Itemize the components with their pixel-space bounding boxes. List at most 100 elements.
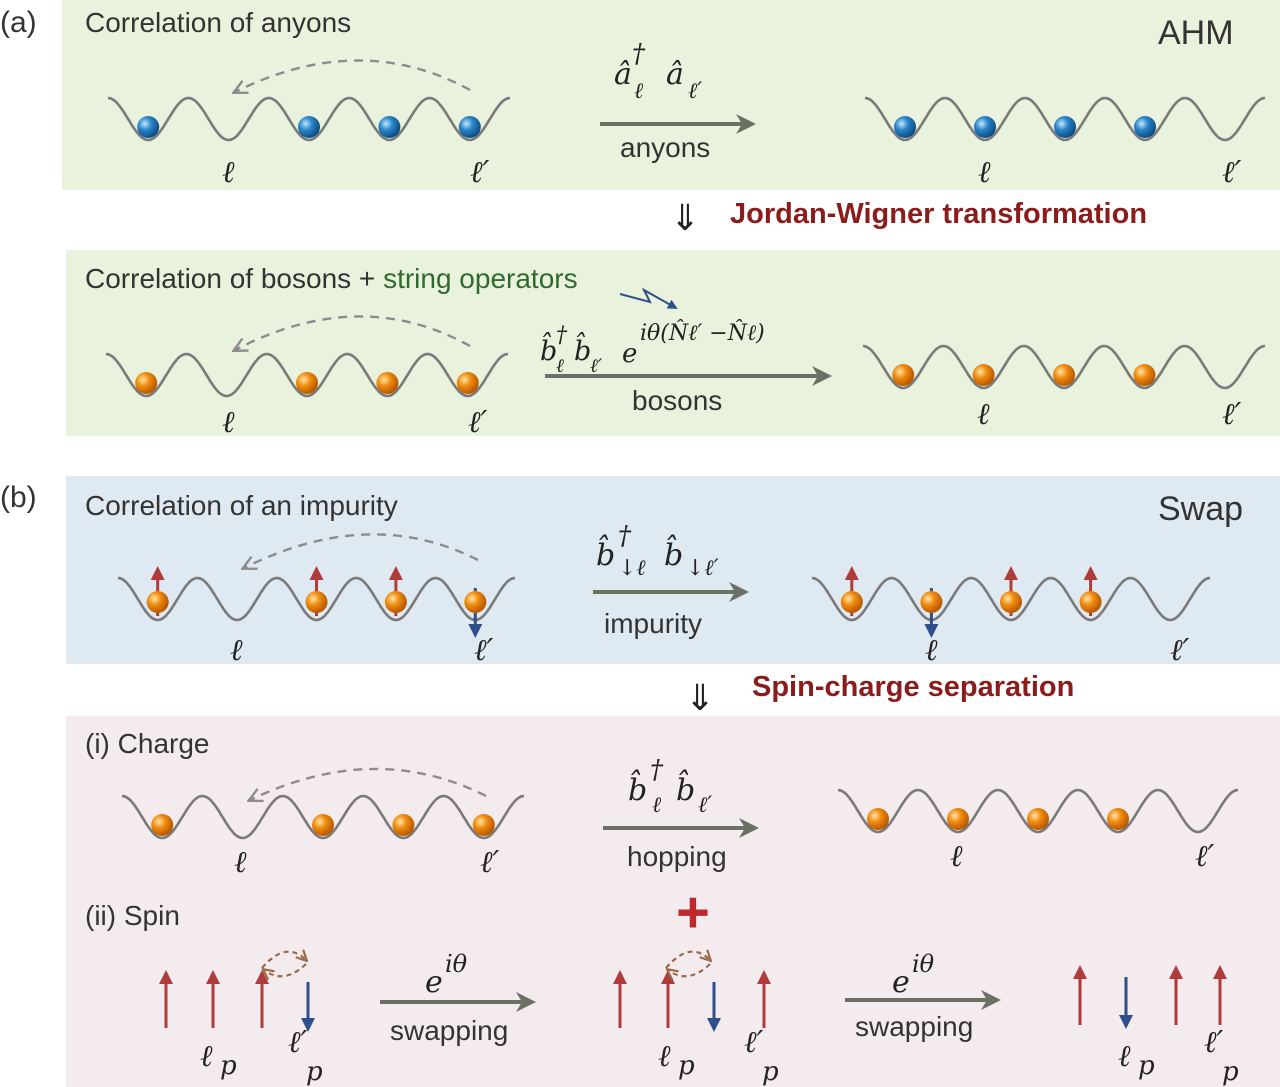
op-dagger: † [632, 39, 646, 69]
hop-arrow-bosons [235, 315, 471, 350]
particle [840, 591, 863, 613]
swap-op-1-e: e [425, 965, 443, 1000]
spin-up-arrow-head [1083, 566, 1098, 580]
lpp-1-sub: p [306, 1057, 323, 1087]
particle [137, 116, 160, 138]
spin-chain-final [1073, 965, 1227, 1029]
lpp-1: ℓ′ [288, 1025, 307, 1060]
jw-double-arrow: ⇓ [670, 197, 700, 238]
swap-arc-initial [262, 952, 306, 977]
site-l-impurity-right: ℓ [925, 633, 938, 668]
spin-down-arrow-head [1119, 1015, 1133, 1029]
spin-up-arrow-head [1169, 965, 1183, 979]
spin-up-arrow-head [613, 970, 627, 984]
site-l-bosons-right: ℓ [977, 397, 990, 432]
spin-up-arrow-head [1073, 965, 1087, 979]
site-lp-charge-right: ℓ′ [1195, 839, 1214, 874]
swap-op-2-exp: iθ [912, 950, 935, 978]
spin-up-arrow-head [150, 566, 165, 580]
site-l-anyons-left: ℓ [222, 155, 235, 190]
panel-b-impurity-bg [66, 476, 1280, 664]
impurity-title: Correlation of an impurity [85, 490, 398, 521]
charge-dagger: † [650, 755, 664, 785]
lattice-curve [864, 96, 1266, 142]
lp-1: ℓ [200, 1039, 213, 1074]
particle [920, 591, 943, 613]
charge-b2: b̂ [676, 769, 695, 808]
site-l-anyons-right: ℓ [978, 155, 991, 190]
op-sub-l: ℓ [634, 79, 644, 104]
lattice-curve [107, 96, 511, 142]
spin-up-arrow-head [1213, 965, 1227, 979]
particle [972, 364, 995, 386]
b-op-e: e [622, 339, 637, 369]
model-swap: Swap [1158, 490, 1243, 528]
spin-labels-final: ℓ p ℓ′ p [1118, 1025, 1239, 1087]
particle [296, 372, 318, 394]
lattice-bosons-left [105, 352, 509, 398]
spin-title: (ii) Spin [85, 900, 180, 931]
imp-sub1: ↓ℓ [618, 556, 646, 581]
imp-b2: b̂ [664, 534, 683, 573]
lattice-curve [117, 576, 516, 622]
scs-double-arrow: ⇓ [685, 677, 715, 718]
operator-charge: b̂ † ℓ b̂ ℓ′ [628, 755, 712, 818]
b-op-dagger: † [556, 323, 568, 348]
lpp-2: ℓ′ [744, 1025, 763, 1060]
b-op-b1: b̂ [540, 332, 557, 367]
site-lp-bosons-right: ℓ′ [1222, 397, 1241, 432]
arrow-label-charge: hopping [627, 841, 727, 872]
swap-op-1-exp: iθ [445, 950, 468, 978]
lpp-3: ℓ′ [1204, 1025, 1223, 1060]
particle [1000, 591, 1022, 613]
charge-sub-l: ℓ [652, 793, 662, 818]
particle [947, 808, 969, 830]
lattice-impurity-right [811, 566, 1211, 638]
model-ahm: AHM [1158, 14, 1234, 52]
lattice-curve [862, 344, 1266, 390]
particle [1133, 364, 1156, 386]
jw-label: Jordan-Wigner transformation [730, 198, 1147, 230]
spin-labels-initial: ℓ p ℓ′ p [200, 1025, 323, 1087]
op-a-2: â [666, 57, 684, 92]
particle [974, 116, 996, 138]
spin-down-arrow-head [924, 624, 939, 638]
imp-dagger: † [618, 521, 632, 551]
operator-anyons: â † ℓ â ℓ′ [614, 39, 702, 104]
lp-3-sub: p [1138, 1051, 1155, 1081]
particle [1107, 808, 1129, 830]
lp-1-sub: p [220, 1051, 237, 1081]
scs-label: Spin-charge separation [752, 671, 1074, 703]
operator-impurity: b̂ † ↓ℓ b̂ ↓ℓ′ [596, 521, 719, 581]
lpp-3-sub: p [1222, 1057, 1239, 1087]
particle [298, 116, 320, 138]
particle [458, 116, 481, 138]
spin-up-arrow-head [309, 566, 324, 580]
site-lp-impurity-left: ℓ′ [474, 633, 493, 668]
lp-3: ℓ [1118, 1039, 1131, 1074]
lp-2: ℓ [658, 1039, 671, 1074]
operator-bosons: b̂ † ℓ b̂ ℓ′ e iθ(N̂ℓ′ −N̂ℓ) [540, 320, 765, 377]
spin-up-arrow-head [206, 970, 220, 984]
swap-label-2: swapping [855, 1011, 973, 1042]
lpp-2-sub: p [762, 1057, 779, 1087]
spin-down-arrow-head [301, 1018, 315, 1032]
site-lp-bosons-left: ℓ′ [468, 405, 487, 440]
particle [892, 364, 915, 386]
b-op-sub-l: ℓ [556, 355, 564, 377]
imp-b1: b̂ [596, 534, 615, 573]
op-sub-lp: ℓ′ [688, 79, 702, 104]
plus-sign: + [676, 880, 710, 945]
panel-a-anyons-bg [62, 0, 1280, 190]
charge-title: (i) Charge [85, 728, 209, 759]
spin-labels-middle: ℓ p ℓ′ p [658, 1025, 779, 1087]
b-op-sub-lp: ℓ′ [590, 355, 603, 377]
bosons-title-string-ops: string operators [383, 263, 578, 294]
imp-sub2: ↓ℓ′ [686, 556, 719, 581]
particle [1134, 116, 1156, 138]
particle [146, 591, 169, 613]
lp-2-sub: p [678, 1051, 695, 1081]
lattice-curve [811, 576, 1211, 622]
particle [135, 372, 158, 394]
particle [384, 591, 407, 613]
